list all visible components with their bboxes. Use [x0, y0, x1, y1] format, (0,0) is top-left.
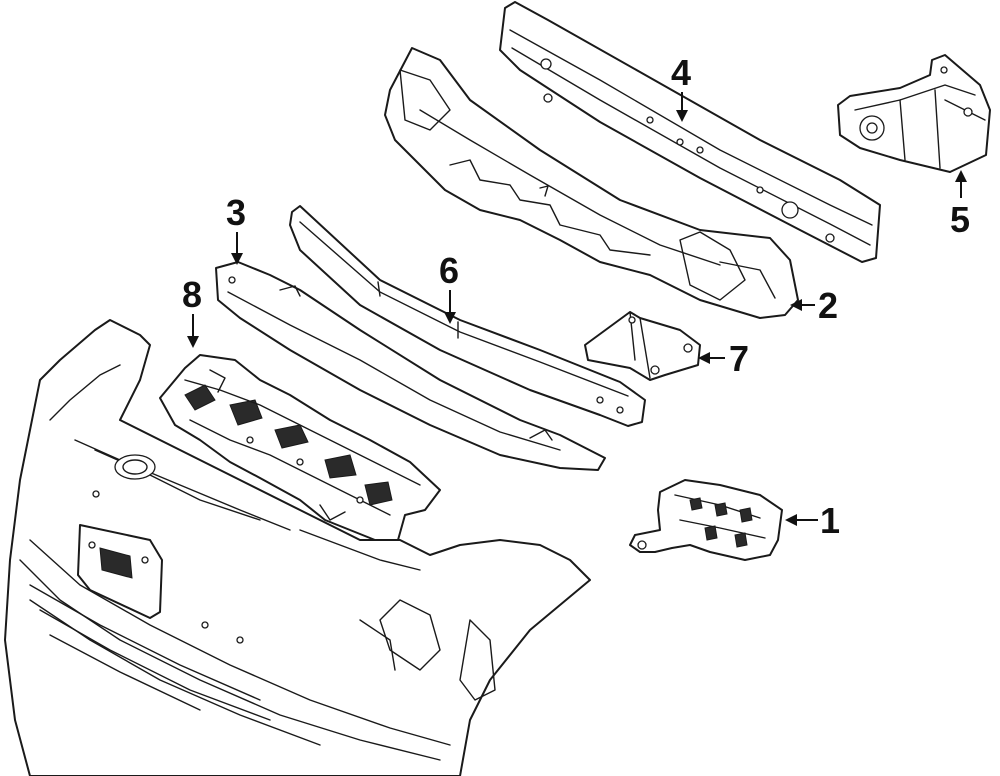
callout-6: 6 [439, 250, 459, 291]
callout-3: 3 [226, 192, 246, 233]
upper-retainer [215, 261, 606, 471]
bumper-bracket-right [837, 54, 991, 173]
callout-7: 7 [729, 338, 749, 379]
callout-8: 8 [182, 274, 202, 315]
callout-4: 4 [671, 52, 691, 93]
callout-5: 5 [950, 199, 970, 240]
fog-lamp-bracket [629, 479, 783, 561]
reinforcement-beam [499, 1, 881, 263]
energy-absorber-upper [384, 47, 799, 319]
callout-1: 1 [820, 500, 840, 541]
bumper-cover [4, 319, 591, 776]
leader-lines [187, 92, 967, 526]
support-bracket [584, 311, 701, 381]
callout-labels: 1 2 3 4 5 6 7 8 [182, 52, 970, 541]
lower-absorber [289, 205, 646, 427]
bumper-bracket-left [159, 354, 441, 543]
callout-2: 2 [818, 285, 838, 326]
